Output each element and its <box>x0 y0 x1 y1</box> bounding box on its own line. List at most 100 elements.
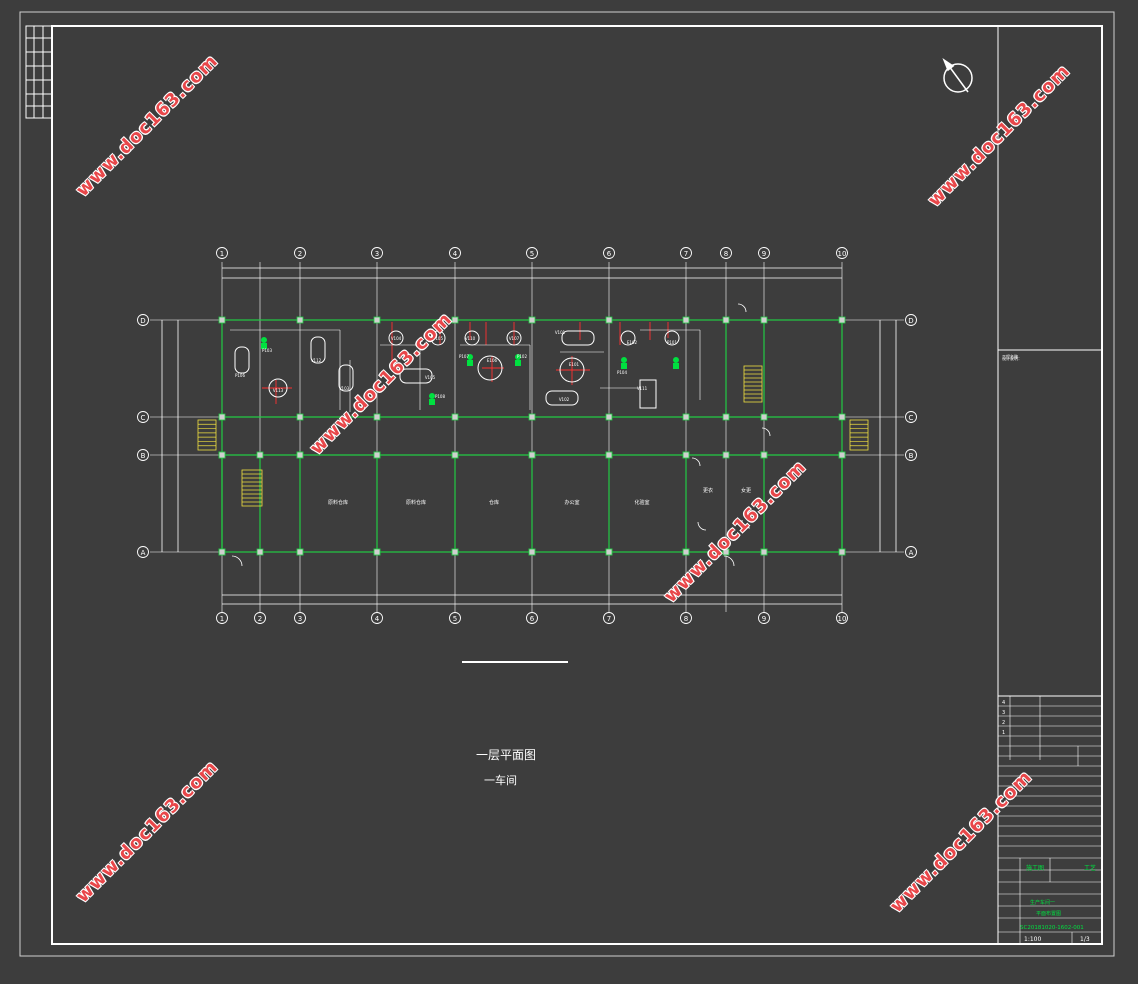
axis-bubble-label: 7 <box>684 250 688 258</box>
door <box>691 457 701 467</box>
axis-bubble-circle <box>526 247 538 259</box>
equipment-tag: E102 <box>627 340 638 345</box>
vessel-shell <box>664 330 680 346</box>
axis-bubble-circle <box>603 612 615 624</box>
axis-bubble-top: 8 <box>720 247 732 259</box>
structural-column <box>296 548 304 556</box>
equipment-tag: V103 <box>339 386 350 391</box>
structural-column <box>838 451 846 459</box>
axis-bubble-left: D <box>137 314 149 326</box>
axis-bubble-label: C <box>141 414 146 422</box>
axis-bubble-circle <box>836 612 848 624</box>
equipment-tag: V110 <box>465 336 476 341</box>
axis-bubble-label: 3 <box>298 615 302 623</box>
door <box>697 521 707 531</box>
pump-body <box>621 357 627 363</box>
equipment-tag: V111 <box>637 386 648 391</box>
equipment-tag: P102 <box>517 354 528 359</box>
door <box>741 519 751 529</box>
axis-bubble-label: 6 <box>530 615 535 623</box>
structural-column <box>760 316 768 324</box>
axis-bubble-label: 10 <box>838 615 847 623</box>
binding-margin-table <box>25 25 53 119</box>
pump-body <box>515 354 521 360</box>
structural-column <box>722 413 730 421</box>
stair-east <box>743 365 763 403</box>
north-arrow-icon <box>942 58 973 93</box>
tank-body <box>310 336 326 364</box>
axis-bubble-top: 6 <box>603 247 615 259</box>
axis-bubble-bottom: 6 <box>526 612 538 624</box>
structural-column <box>760 413 768 421</box>
axis-bubble-right: C <box>905 411 917 423</box>
room-label: 原料仓库 <box>406 499 426 506</box>
axis-bubble-label: 6 <box>607 250 612 258</box>
tank-body <box>561 330 595 346</box>
structural-column <box>605 451 613 459</box>
structural-column <box>605 413 613 421</box>
structural-column <box>373 548 381 556</box>
outer-frame <box>19 11 1115 957</box>
room-label: 原料仓库 <box>328 499 348 506</box>
axis-bubble-circle <box>254 612 266 624</box>
pipes <box>230 322 701 412</box>
axis-bubble-left: B <box>137 449 149 461</box>
door <box>231 555 243 567</box>
axis-bubble-circle <box>836 247 848 259</box>
vessel-shell <box>388 330 404 346</box>
axis-bubble-label: 9 <box>762 250 766 258</box>
room-label: 女更 <box>741 487 751 494</box>
equipment-tag: V104 <box>391 336 402 341</box>
reactor-vessel <box>430 330 446 346</box>
sheet-number: 1/3 <box>1080 936 1090 943</box>
pump-base <box>467 360 473 366</box>
axis-bubble-circle <box>680 247 692 259</box>
title-block-frame <box>997 695 1103 945</box>
vessel-shell <box>464 330 480 346</box>
drawing-name-line2: 平面布置图 <box>1036 910 1061 917</box>
title-block: 4321施工图工艺生产车间一平面布置图SC20181020-1602-0011:… <box>997 353 1103 945</box>
tank-body <box>399 368 433 384</box>
axis-bubble-circle <box>294 247 306 259</box>
axis-bubble-label: 4 <box>453 250 458 258</box>
axis-bubble-bottom: 7 <box>603 612 615 624</box>
tank-body <box>338 364 354 392</box>
pump <box>621 357 627 369</box>
vessel-shell <box>477 355 503 381</box>
structural-column <box>838 316 846 324</box>
stair-entry-east <box>849 419 869 451</box>
vertical-tank <box>234 346 250 374</box>
revision-number: 3 <box>1002 710 1005 716</box>
drawing-name-line1: 生产车间一 <box>1030 899 1055 906</box>
axis-bubble-label: A <box>909 549 914 557</box>
door <box>723 555 735 567</box>
axis-bubble-label: 5 <box>530 250 534 258</box>
axis-grid-lines <box>150 262 904 612</box>
axis-bubble-top: 2 <box>294 247 306 259</box>
project-label: 工程名称 <box>1002 353 1018 359</box>
axis-bubble-bottom: 4 <box>371 612 383 624</box>
stair-outline <box>197 419 217 451</box>
structural-column <box>528 451 536 459</box>
reactor-vessel <box>464 330 480 346</box>
pump-body <box>261 337 267 343</box>
structural-column <box>451 451 459 459</box>
vertical-tank <box>310 336 326 364</box>
room-label: 仓库 <box>489 499 499 506</box>
structural-column <box>682 413 690 421</box>
axis-bubble-bottom: 2 <box>254 612 266 624</box>
axis-bubble-bottom: 1 <box>216 612 228 624</box>
axis-bubble-top: 4 <box>449 247 461 259</box>
axis-bubble-circle <box>905 449 917 461</box>
axis-bubble-circle <box>720 247 732 259</box>
axis-bubble-label: 1 <box>220 250 224 258</box>
equipment-tag: P107 <box>459 354 470 359</box>
equipment-tag: P103 <box>262 348 273 353</box>
room-label: 化验室 <box>634 499 649 506</box>
axis-bubble-circle <box>905 314 917 326</box>
axis-bubble-bottom: 3 <box>294 612 306 624</box>
axis-bubble-right: D <box>905 314 917 326</box>
pump <box>673 357 679 369</box>
